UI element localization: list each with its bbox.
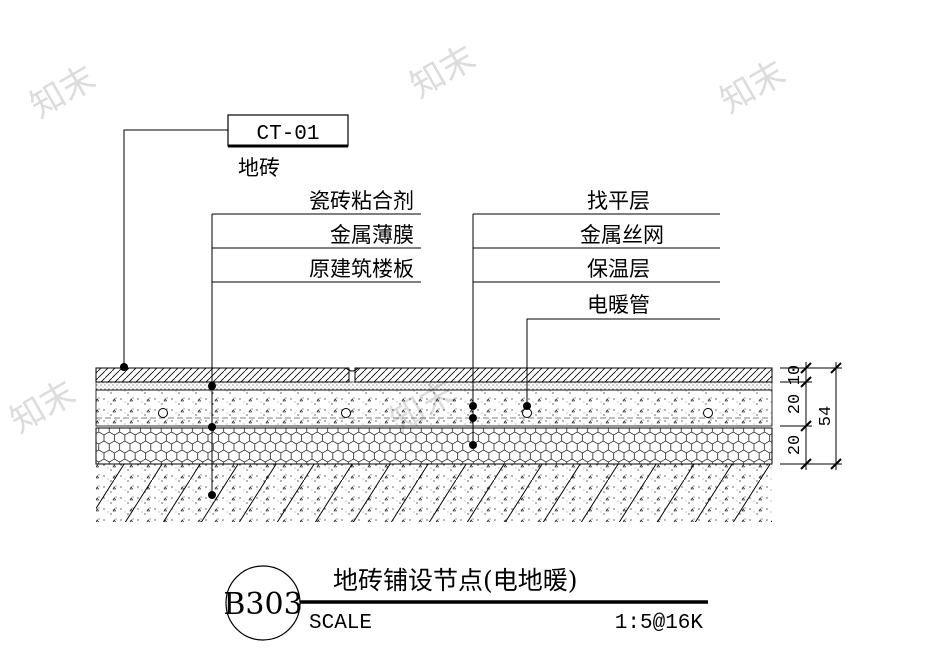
heating-pipe xyxy=(703,408,713,418)
left-label-adhesive: 瓷砖粘合剂 xyxy=(309,189,414,213)
right-label-insulation: 保温层 xyxy=(587,257,650,281)
dim-total-thickness: 54 xyxy=(817,406,836,426)
dim-leveling-thickness: 20 xyxy=(786,394,805,414)
watermark: 知末 xyxy=(24,58,103,127)
tile-label: 地砖 xyxy=(238,156,280,180)
title-block: B303 地砖铺设节点(电地暖) SCALE 1:5@16K xyxy=(223,565,708,641)
tile-layer xyxy=(95,367,773,383)
heating-pipe xyxy=(341,408,351,418)
dimensions xyxy=(780,362,842,470)
structural-slab xyxy=(96,463,772,522)
detail-number: B303 xyxy=(223,587,302,622)
leader-lines xyxy=(123,114,720,495)
left-label-metal-film: 金属薄膜 xyxy=(330,223,414,247)
heating-pipe xyxy=(158,408,168,418)
adhesive-layer xyxy=(95,381,773,391)
left-label-slab: 原建筑楼板 xyxy=(309,257,414,281)
watermark: 知末 xyxy=(4,373,83,442)
scale-value: 1:5@16K xyxy=(615,612,704,635)
detail-title: 地砖铺设节点(电地暖) xyxy=(333,566,578,595)
watermark: 知末 xyxy=(714,53,793,122)
pipe-label: 电暖管 xyxy=(587,293,650,317)
insulation-layer xyxy=(95,427,773,465)
right-label-wire-mesh: 金属丝网 xyxy=(580,223,664,247)
watermark: 知末 xyxy=(404,38,483,107)
right-label-leveling: 找平层 xyxy=(587,189,650,213)
leader-dots xyxy=(120,363,531,499)
material-code-label: CT-01 xyxy=(256,123,319,146)
leveling-layer xyxy=(95,389,773,427)
floor-section xyxy=(95,367,773,522)
dim-insulation-thickness: 20 xyxy=(786,435,805,455)
dim-tile-thickness: 10 xyxy=(786,365,805,385)
scale-label: SCALE xyxy=(309,612,372,635)
